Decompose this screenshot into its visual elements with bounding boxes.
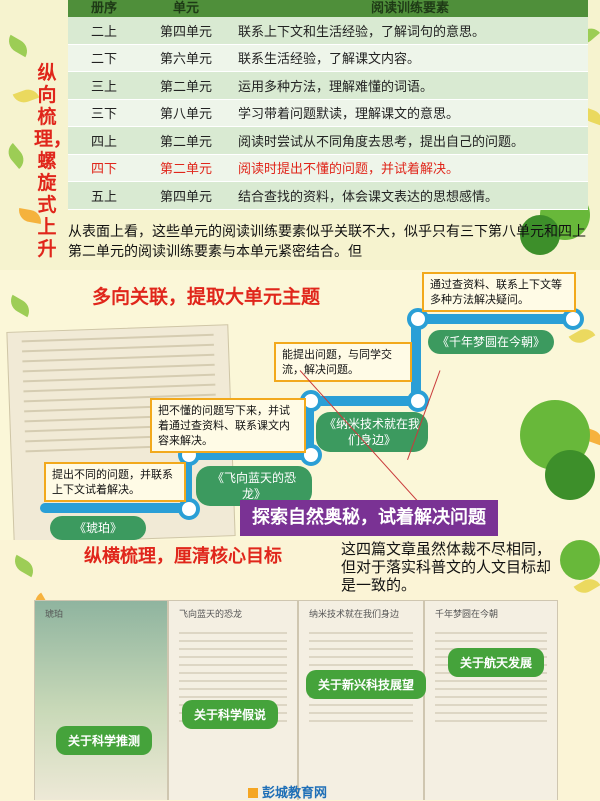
grade-cell: 五上 — [68, 181, 140, 210]
theme-banner: 探索自然奥秘，试着解决问题 — [240, 500, 498, 536]
grade-cell: 四下 — [68, 154, 140, 182]
goal-tag: 关于科学假说 — [182, 700, 279, 729]
illustration — [35, 601, 167, 800]
lesson-pill: 《千年梦圆在今朝》 — [428, 330, 554, 354]
grade-cell: 三下 — [68, 99, 140, 127]
grade-cell: 二下 — [68, 44, 140, 72]
analysis-paragraph: 从表面上看，这些单元的阅读训练要素似乎关联不大，似乎只有三下第八单元和四上第二单… — [68, 224, 586, 260]
note-box: 通过查资料、联系上下文等多种方法解决疑问。 — [422, 272, 576, 312]
header-cell: 单元 — [140, 0, 232, 17]
unit-cell: 第四单元 — [140, 181, 232, 210]
timeline-step — [304, 396, 419, 406]
unit-cell: 第六单元 — [140, 44, 232, 72]
panel-core-goals: 纵横梳理，厘清核心目标 这四篇文章虽然体裁不尽相同，但对于落实科普文的人文目标却… — [0, 540, 600, 800]
logo-icon — [248, 788, 258, 798]
timeline-step — [411, 314, 571, 324]
goal-tag: 关于科学推测 — [56, 726, 153, 755]
timeline-step — [182, 450, 312, 460]
unit-cell: 第二单元 — [140, 154, 232, 182]
unit-cell: 第四单元 — [140, 17, 232, 45]
goal-tag: 关于新兴科技展望 — [306, 670, 427, 699]
table-header-row: 册序 单元 阅读训练要素 — [68, 0, 588, 17]
table-row: 四上 第二单元 阅读时尝试从不同角度去思考，提出自己的问题。 — [68, 126, 588, 155]
site-logo: 彭城教育网 — [248, 782, 327, 801]
textbook-page: 纳米技术就在我们身边 — [298, 600, 424, 800]
element-cell: 联系生活经验，了解课文内容。 — [232, 44, 588, 72]
section-title: 纵横梳理，厘清核心目标 — [84, 546, 282, 567]
logo-text: 彭城教育网 — [262, 786, 328, 801]
unit-cell: 第二单元 — [140, 71, 232, 100]
grade-cell: 四上 — [68, 126, 140, 155]
page-header: 飞向蓝天的恐龙 — [179, 610, 243, 620]
table-row: 三下 第八单元 学习带着问题默读，理解课文的意思。 — [68, 99, 588, 127]
lesson-pill: 《琥珀》 — [50, 516, 146, 540]
header-cell: 阅读训练要素 — [232, 0, 588, 17]
element-cell: 运用多种方法，理解难懂的词语。 — [232, 71, 588, 100]
element-cell: 结合查找的资料，体会课文表达的思想感情。 — [232, 181, 588, 210]
grade-cell: 二上 — [68, 17, 140, 45]
element-cell: 联系上下文和生活经验，了解词句的意思。 — [232, 17, 588, 45]
note-box: 把不懂的问题写下来，并试着通过查资料、联系课文内容来解决。 — [150, 398, 306, 453]
timeline-node — [407, 308, 429, 330]
page-header: 纳米技术就在我们身边 — [309, 610, 400, 620]
goal-paragraph: 这四篇文章虽然体裁不尽相同，但对于落实科普文的人文目标却是一致的。 — [341, 540, 552, 594]
timeline-step — [40, 503, 190, 513]
lesson-pill: 《纳米技术就在我们身边》 — [316, 412, 428, 452]
page-header: 千年梦圆在今朝 — [435, 610, 499, 620]
timeline-riser — [304, 398, 314, 458]
header-cell: 册序 — [68, 0, 140, 17]
table-row-highlighted: 四下 第二单元 阅读时提出不懂的问题，并试着解决。 — [68, 154, 588, 182]
goal-tag: 关于航天发展 — [448, 648, 545, 677]
lesson-pill: 《飞向蓝天的恐龙》 — [196, 466, 312, 506]
table-row: 三上 第二单元 运用多种方法，理解难懂的词语。 — [68, 71, 588, 100]
note-box: 能提出问题，与同学交流，解决问题。 — [274, 342, 412, 382]
element-cell: 学习带着问题默读，理解课文的意思。 — [232, 99, 588, 127]
element-cell: 阅读时提出不懂的问题，并试着解决。 — [232, 154, 588, 182]
timeline-riser — [411, 316, 421, 404]
unit-cell: 第八单元 — [140, 99, 232, 127]
panel-theme-links: 多向关联，提取大单元主题 提出不同的问题，并联系上下文试着解决。 把不懂的问题写… — [0, 270, 600, 540]
timeline-riser — [182, 452, 192, 512]
unit-cell: 第二单元 — [140, 126, 232, 155]
table-row: 五上 第四单元 结合查找的资料，体会课文表达的思想感情。 — [68, 181, 588, 210]
section-title: 多向关联，提取大单元主题 — [92, 286, 321, 308]
grade-cell: 三上 — [68, 71, 140, 100]
vertical-title: 纵向梳理，螺旋式上升 — [34, 62, 73, 260]
table-row: 二上 第四单元 联系上下文和生活经验，了解词句的意思。 — [68, 17, 588, 45]
page-header: 琥珀 — [45, 610, 64, 620]
element-cell: 阅读时尝试从不同角度去思考，提出自己的问题。 — [232, 126, 588, 155]
timeline-node — [407, 390, 429, 412]
textbook-page: 琥珀 — [34, 600, 168, 800]
panel-reading-elements: 纵向梳理，螺旋式上升 册序 单元 阅读训练要素 二上 第四单元 联系上下文和生活… — [0, 0, 600, 270]
table-row: 二下 第六单元 联系生活经验，了解课文内容。 — [68, 44, 588, 72]
timeline-node — [178, 498, 200, 520]
note-box: 提出不同的问题，并联系上下文试着解决。 — [44, 462, 186, 502]
textbook-page: 千年梦圆在今朝 — [424, 600, 558, 800]
reading-elements-table: 册序 单元 阅读训练要素 二上 第四单元 联系上下文和生活经验，了解词句的意思。… — [68, 0, 588, 210]
